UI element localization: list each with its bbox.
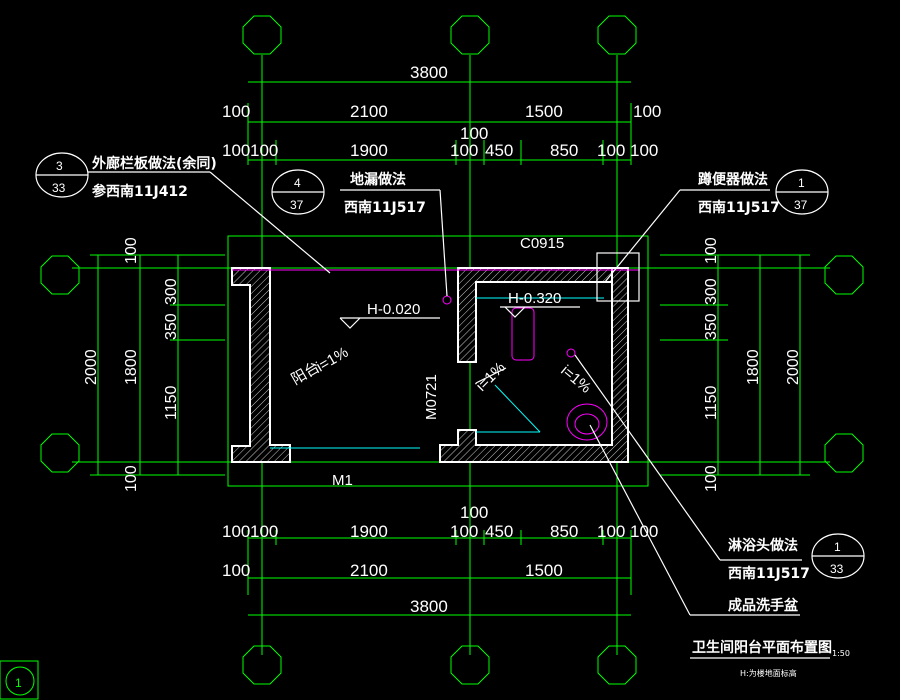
bath-slope-2: i=1%: [557, 362, 594, 397]
callout-shower-bottom: 33: [830, 562, 844, 576]
dim-top-r3-7: 100: [630, 141, 658, 160]
title-block: 卫生间阳台平面布置图 1:50 H:为楼地面标高 1: [0, 639, 850, 700]
window-label: C0915: [520, 235, 564, 252]
dim-top-total: 3800: [410, 63, 448, 82]
dim-left-in-0: 100: [123, 237, 140, 264]
dim-bot-r3-3: 100: [450, 522, 478, 541]
dim-bot-r3-1: 100: [250, 522, 278, 541]
dim-right-outer: 2000: [785, 349, 802, 385]
dim-left-in-3: 1150: [163, 385, 180, 420]
callout-railing-bottom: 33: [52, 181, 66, 195]
dim-left-outer: 2000: [83, 349, 100, 385]
top-dimensions: 3800 100 2100 1500 100 100 100 1900 100 …: [222, 63, 661, 160]
dim-bot-r3-2: 1900: [350, 522, 388, 541]
dim-right-in-1: 350: [703, 313, 720, 340]
slab-outline: [227, 235, 649, 487]
drawing-scale: 1:50: [832, 649, 850, 658]
top-dimension-lines: [247, 81, 632, 165]
dim-top-r2-1: 2100: [350, 102, 388, 121]
dim-top-r3-3: 100: [450, 141, 478, 160]
drawing-subtitle: H:为楼地面标高: [740, 668, 797, 678]
callout-railing-top: 3: [56, 159, 63, 173]
callout-toilet-line1: 蹲便器做法: [698, 171, 768, 188]
callout-toilet-bottom: 37: [794, 198, 808, 212]
callout-toilet-line2: 西南11J517: [698, 199, 780, 216]
dim-bot-r2-1: 2100: [350, 561, 388, 580]
right-dimensions: 2000 1800 100 350 300 1150 100: [703, 237, 802, 492]
sheet-number: 1: [15, 676, 22, 690]
dim-top-r3-0: 100: [222, 141, 250, 160]
dim-bot-r3-7: 100: [630, 522, 658, 541]
callout-toilet-top: 1: [798, 176, 805, 190]
balcony-slope: i=1%: [314, 344, 352, 376]
door-inner-label: M0721: [423, 374, 440, 420]
dim-bot-r3-4: 450: [485, 522, 513, 541]
dim-top-r3-4: 450: [485, 141, 513, 160]
bottom-dimensions: 100 100 1900 100 450 850 100 100 100 100…: [222, 503, 658, 616]
dim-top-r2-3: 100: [633, 102, 661, 121]
callout-drain-line1: 地漏做法: [350, 171, 406, 188]
dim-top-r3-2: 1900: [350, 141, 388, 160]
dim-bot-r3-5: 850: [550, 522, 578, 541]
bottom-dimension-lines: [247, 530, 632, 616]
dim-right-in-3: 1150: [703, 385, 720, 420]
level-bath: H-0.320: [508, 290, 561, 307]
dim-bot-r3-0: 100: [222, 522, 250, 541]
callout-floor-drain: 4 37 地漏做法 西南11J517: [271, 169, 426, 216]
leader-lines: [88, 171, 802, 616]
dim-left-in-1: 350: [163, 313, 180, 340]
door-bottom-label: M1: [332, 472, 353, 489]
callout-washbasin: 成品洗手盆: [728, 597, 799, 614]
dim-right-in-0: 100: [703, 237, 720, 264]
callout-squat-toilet: 1 37 蹲便器做法 西南11J517: [698, 169, 829, 216]
drawing-title: 卫生间阳台平面布置图: [692, 639, 832, 656]
dim-bot-total: 3800: [410, 597, 448, 616]
bath-slope-1: i=1%: [473, 359, 509, 395]
axis-bubbles: [40, 15, 864, 685]
dim-right-in-4: 100: [703, 465, 720, 492]
dim-bot-r3-6: 100: [597, 522, 625, 541]
callout-shower-top: 1: [834, 540, 841, 554]
dim-bot-r2-2: 1500: [525, 561, 563, 580]
side-dimension-lines: [90, 254, 810, 476]
callout-railing: 3 33 外廊栏板做法(余同) 参西南11J412: [35, 152, 217, 200]
dim-left-mid: 1800: [123, 349, 140, 385]
callout-drain-top: 4: [294, 176, 301, 190]
dim-top-r3-1: 100: [250, 141, 278, 160]
fixtures: [232, 252, 640, 449]
dim-top-r2-0: 100: [222, 102, 250, 121]
dim-left-in-2: 300: [163, 278, 180, 305]
dim-top-r3-extra: 100: [460, 124, 488, 143]
dim-right-mid: 1800: [745, 349, 762, 385]
dim-right-in-2: 300: [703, 278, 720, 305]
dim-bot-r2-0: 100: [222, 561, 250, 580]
dim-bot-r3-extra: 100: [460, 503, 488, 522]
dim-left-in-4: 100: [123, 465, 140, 492]
dim-top-r3-5: 850: [550, 141, 578, 160]
callout-drain-bottom: 37: [290, 198, 304, 212]
dim-top-r3-6: 100: [597, 141, 625, 160]
level-markers: [339, 306, 580, 329]
left-dimensions: 2000 1800 100 350 300 1150 100: [83, 237, 180, 492]
callout-basin-line1: 成品洗手盆: [728, 597, 799, 614]
callout-railing-line2: 参西南11J412: [92, 183, 188, 200]
dim-top-r2-2: 1500: [525, 102, 563, 121]
callout-shower-line1: 淋浴头做法: [728, 537, 798, 554]
callout-shower: 1 33 淋浴头做法 西南11J517: [728, 533, 865, 582]
callout-drain-line2: 西南11J517: [344, 199, 426, 216]
level-balcony: H-0.020: [367, 301, 420, 318]
callout-shower-line2: 西南11J517: [728, 565, 810, 582]
callout-railing-line1: 外廊栏板做法(余同): [92, 155, 217, 172]
